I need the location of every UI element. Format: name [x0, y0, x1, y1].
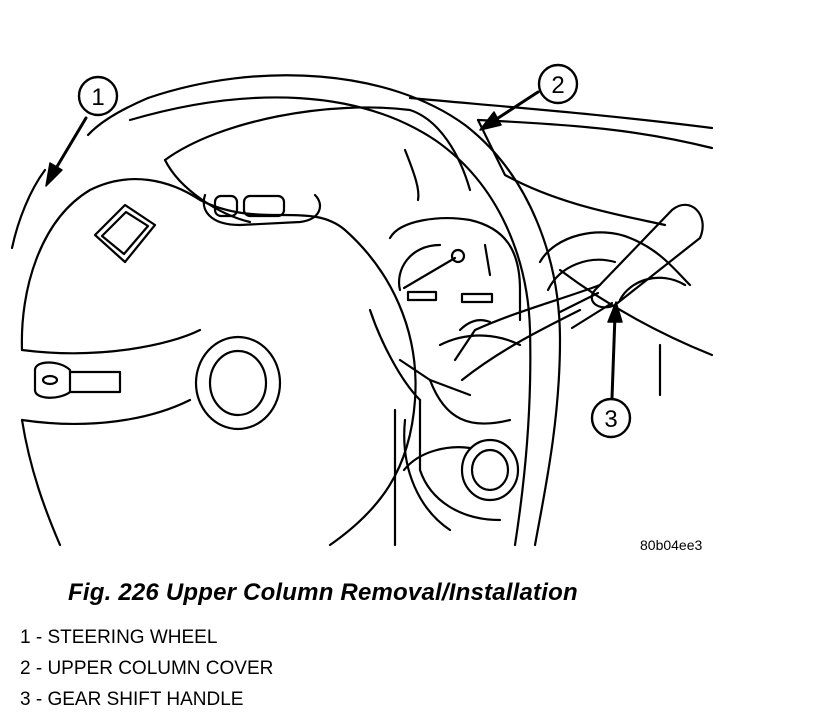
gear-shift-handle: [558, 203, 704, 330]
figure-caption: Fig. 226 Upper Column Removal/Installati…: [68, 579, 578, 606]
figure-image-code: 80b04ee3: [640, 537, 703, 553]
legend-item-steering-wheel: 1 - STEERING WHEEL: [20, 627, 218, 648]
legend-item-gear-shift-handle: 3 - GEAR SHIFT HANDLE: [20, 689, 244, 710]
callout-2: 2: [479, 63, 579, 131]
callout-3: 3: [590, 301, 632, 439]
callout-3-label: 3: [604, 406, 617, 433]
callout-2-label: 2: [551, 72, 564, 99]
legend-item-upper-column-cover: 2 - UPPER COLUMN COVER: [20, 658, 274, 679]
steering-wheel-rim: [10, 74, 562, 547]
steering-column-illustration: 1 2 3 80b04ee3: [10, 63, 714, 553]
figure-legend: 1 - STEERING WHEEL 2 - UPPER COLUMN COVE…: [20, 622, 273, 715]
callout-1-label: 1: [91, 84, 104, 111]
callout-1: 1: [45, 75, 119, 187]
instrument-hood: [163, 106, 472, 224]
column-shroud: [368, 283, 602, 547]
instrument-cluster: [388, 217, 692, 322]
steering-wheel-hub: [20, 178, 417, 547]
